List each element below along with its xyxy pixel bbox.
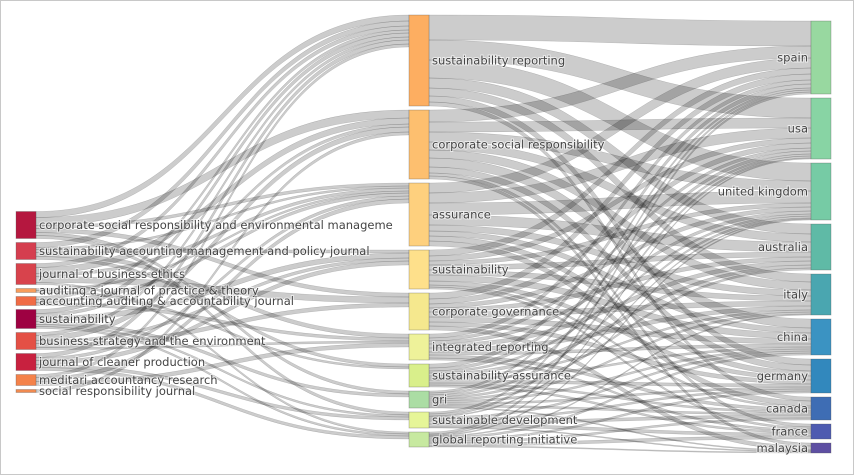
source-node[interactable] bbox=[15, 211, 37, 239]
country-node[interactable] bbox=[810, 20, 832, 95]
keyword-node-label: assurance bbox=[432, 208, 491, 222]
country-node[interactable] bbox=[810, 442, 832, 454]
source-node[interactable] bbox=[15, 374, 37, 386]
source-node[interactable] bbox=[15, 389, 37, 393]
keyword-node[interactable] bbox=[408, 249, 430, 290]
source-node-label: corporate social responsibility and envi… bbox=[39, 218, 393, 232]
source-node[interactable] bbox=[15, 263, 37, 285]
source-node-label: social responsibility journal bbox=[39, 384, 195, 398]
keyword-node-label: sustainability bbox=[432, 263, 509, 277]
keyword-node[interactable] bbox=[408, 14, 430, 107]
keyword-node[interactable] bbox=[408, 363, 430, 388]
country-node-label: italy bbox=[783, 288, 808, 302]
keyword-node[interactable] bbox=[408, 333, 430, 361]
source-node-label: business strategy and the environment bbox=[39, 334, 266, 348]
country-node[interactable] bbox=[810, 273, 832, 316]
source-node[interactable] bbox=[15, 296, 37, 306]
keyword-node[interactable] bbox=[408, 390, 430, 409]
nodes-layer: corporate social responsibility and envi… bbox=[15, 14, 832, 456]
country-node[interactable] bbox=[810, 318, 832, 356]
source-node-label: journal of business ethics bbox=[38, 267, 185, 281]
source-node[interactable] bbox=[15, 353, 37, 371]
source-node-label: meditari accountancy research bbox=[39, 373, 218, 387]
country-node[interactable] bbox=[810, 423, 832, 440]
links-layer bbox=[35, 14, 812, 454]
country-node-label: australia bbox=[758, 240, 808, 254]
country-node-label: usa bbox=[788, 122, 808, 136]
keyword-node[interactable] bbox=[408, 411, 430, 429]
keyword-node[interactable] bbox=[408, 431, 430, 448]
country-node-label: canada bbox=[766, 402, 808, 416]
source-node[interactable] bbox=[15, 332, 37, 350]
country-node[interactable] bbox=[810, 396, 832, 421]
source-node-label: sustainability accounting management and… bbox=[39, 244, 370, 258]
source-node-label: journal of cleaner production bbox=[38, 355, 205, 369]
source-node-label: sustainability bbox=[39, 312, 116, 326]
country-node-label: malaysia bbox=[756, 441, 808, 455]
keyword-node-label: integrated reporting bbox=[432, 340, 549, 354]
source-node[interactable] bbox=[15, 242, 37, 260]
keyword-node-label: sustainability reporting bbox=[432, 54, 565, 68]
country-node[interactable] bbox=[810, 97, 832, 160]
country-node-label: china bbox=[777, 330, 808, 344]
keyword-node-label: sustainability assurance bbox=[432, 369, 571, 383]
keyword-node-label: gri bbox=[432, 393, 447, 407]
country-node-label: united kingdom bbox=[718, 185, 808, 199]
keyword-node-label: corporate social responsibility bbox=[432, 138, 605, 152]
source-node[interactable] bbox=[15, 309, 37, 329]
keyword-node-label: corporate governance bbox=[432, 305, 559, 319]
country-node-label: france bbox=[771, 425, 808, 439]
keyword-node[interactable] bbox=[408, 182, 430, 247]
keyword-node-label: global reporting initiative bbox=[432, 433, 577, 447]
keyword-node-label: sustainable development bbox=[432, 413, 578, 427]
source-node-label: accounting auditing & accountability jou… bbox=[39, 294, 294, 308]
link-keyword-to-country[interactable] bbox=[428, 14, 812, 47]
country-node[interactable] bbox=[810, 358, 832, 394]
country-node-label: spain bbox=[777, 51, 808, 65]
country-node[interactable] bbox=[810, 162, 832, 221]
keyword-node[interactable] bbox=[408, 109, 430, 180]
country-node[interactable] bbox=[810, 223, 832, 271]
country-node-label: germany bbox=[757, 369, 808, 383]
source-node-label: auditing a journal of practice & theory bbox=[39, 284, 259, 298]
keyword-node[interactable] bbox=[408, 292, 430, 331]
source-node[interactable] bbox=[15, 288, 37, 293]
